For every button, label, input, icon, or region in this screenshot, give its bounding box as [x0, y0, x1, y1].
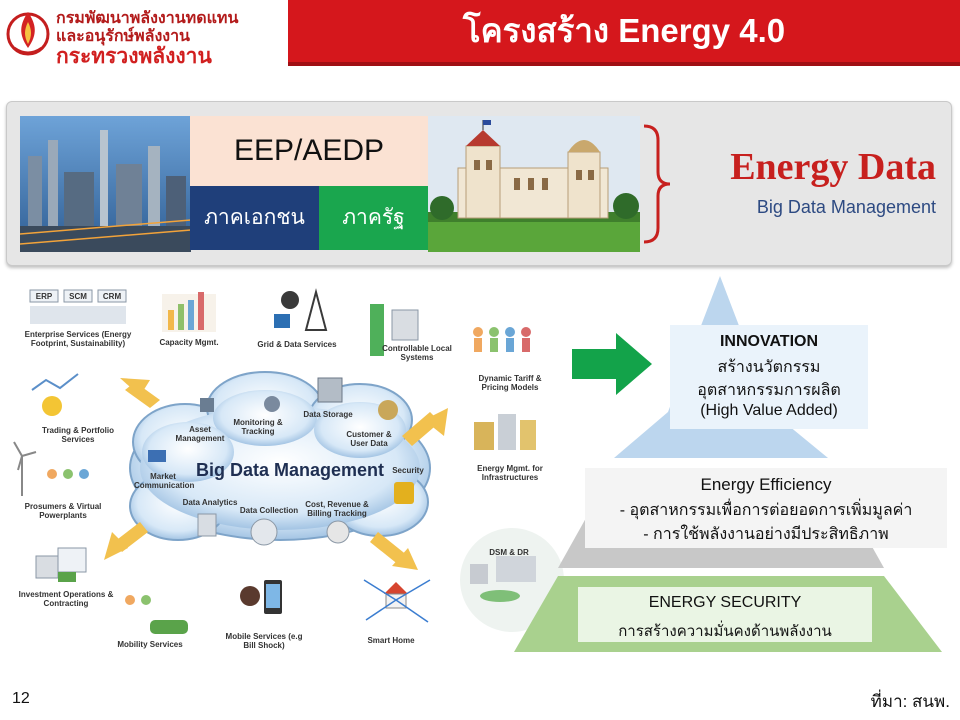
enterprise-icon	[29, 289, 127, 324]
green-right-arrow-icon	[572, 333, 652, 395]
outer-item-mobile: Mobile Services (e.g Bill Shock)	[225, 632, 303, 650]
big-data-center-label: Big Data Management	[196, 460, 385, 480]
trading-icon	[31, 373, 79, 416]
title-bar	[288, 0, 960, 66]
org-name-line1: กรมพัฒนาพลังงานทดแทน	[56, 10, 239, 27]
mobility-icon	[125, 595, 188, 634]
analytics-icon	[197, 513, 217, 537]
billing-icon	[326, 520, 350, 544]
outer-item-mobility: Mobility Services	[117, 640, 183, 649]
security-line1: การสร้างความมั่นคงด้านพลังงาน	[618, 623, 832, 640]
outer-item-grid: Grid & Data Services	[257, 340, 337, 349]
security-title: ENERGY SECURITY	[648, 594, 802, 611]
government-sector-label: ภาครัฐ	[342, 206, 405, 229]
eep-aedp-label: EEP/AEDP	[233, 134, 385, 167]
outer-item-controllable: Controllable Local Systems	[382, 344, 452, 362]
asset-icon	[200, 398, 214, 412]
tag-erp: ERP	[35, 292, 53, 301]
storage-icon	[317, 377, 343, 403]
outer-item-capacity: Capacity Mgmt.	[159, 338, 219, 347]
industrial-plant-image	[20, 116, 191, 252]
outer-item-enterprise: Enterprise Services (Energy Footprint, S…	[24, 330, 132, 348]
cloud-item-analytics: Data Analytics	[182, 498, 238, 507]
cloud-item-customer: Customer & User Data	[346, 430, 392, 448]
innovation-line3: (High Value Added)	[700, 402, 838, 419]
smart-home-icon	[363, 579, 431, 623]
cloud-item-billing: Cost, Revenue & Billing Tracking	[305, 500, 369, 518]
dsm-dr-icon	[460, 528, 564, 632]
energy-data-subtitle: Big Data Management	[756, 197, 936, 217]
outer-item-infra: Energy Mgmt. for Infrastructures	[477, 464, 543, 482]
investment-icon	[35, 547, 87, 582]
eep-aedp-box	[190, 116, 428, 186]
cloud-item-storage: Data Storage	[303, 410, 353, 419]
outer-item-trading: Trading & Portfolio Services	[42, 426, 114, 444]
lock-icon	[394, 482, 414, 504]
page-title: โครงสร้าง Energy 4.0	[462, 12, 786, 49]
local-systems-icon	[370, 304, 419, 356]
source-credit: ที่มา: สนพ.	[870, 692, 950, 711]
cloud-item-asset: Asset Management	[175, 425, 225, 443]
innovation-box	[670, 325, 868, 429]
ministry-logo-icon	[6, 12, 50, 56]
brace-icon	[643, 124, 671, 244]
outer-item-prosumers: Prosumers & Virtual Powerplants	[24, 502, 102, 520]
outer-item-smarthome: Smart Home	[367, 636, 415, 645]
big-data-management-diagram	[13, 288, 564, 634]
security-box	[578, 587, 872, 642]
tag-scm: SCM	[69, 292, 87, 301]
innovation-title: INNOVATION	[719, 333, 819, 350]
org-name-line2: และอนุรักษ์พลังงาน	[56, 28, 190, 45]
energy-data-title: Energy Data	[730, 146, 936, 188]
pricing-people-icon	[473, 327, 531, 352]
efficiency-box	[585, 468, 947, 548]
government-sector-box	[319, 186, 428, 250]
cloud-item-market: Market Communication	[134, 472, 195, 490]
cloud-item-collection: Data Collection	[239, 506, 299, 515]
cloud-item-monitoring: Monitoring & Tracking	[233, 418, 283, 436]
mobile-services-icon	[240, 580, 282, 614]
outer-item-tariff: Dynamic Tariff & Pricing Models	[478, 374, 542, 392]
ministry-name: กระทรวงพลังงาน	[56, 45, 212, 68]
government-house-image	[428, 116, 640, 252]
outer-item-investment: Investment Operations & Contracting	[18, 590, 114, 608]
connector-arrows	[104, 378, 448, 570]
private-sector-label: ภาคเอกชน	[204, 206, 305, 229]
capacity-chart-icon	[162, 292, 216, 332]
monitoring-icon	[264, 396, 280, 412]
innovation-line2: อุตสาหกรรมการผลิต	[697, 382, 841, 399]
efficiency-title: Energy Efficiency	[700, 475, 832, 494]
cloud-item-security: Security	[392, 466, 424, 475]
prosumers-icon	[13, 441, 89, 496]
private-sector-box	[190, 186, 319, 250]
mail-icon	[148, 450, 166, 462]
efficiency-line2: - การใช้พลังงานอย่างมีประสิทธิภาพ	[643, 526, 889, 543]
meter-icon	[250, 518, 278, 546]
tag-crm: CRM	[102, 292, 122, 301]
grid-tower-icon	[274, 288, 328, 331]
customer-icon	[378, 400, 398, 420]
innovation-line1: สร้างนวัตกรรม	[717, 359, 821, 376]
infrastructure-icon	[474, 414, 536, 450]
efficiency-line1: - อุตสาหกรรมเพื่อการต่อยอดการเพิ่มมูลค่า	[619, 502, 913, 519]
page-number: 12	[12, 690, 30, 707]
outer-item-dsm: DSM & DR	[489, 548, 529, 557]
